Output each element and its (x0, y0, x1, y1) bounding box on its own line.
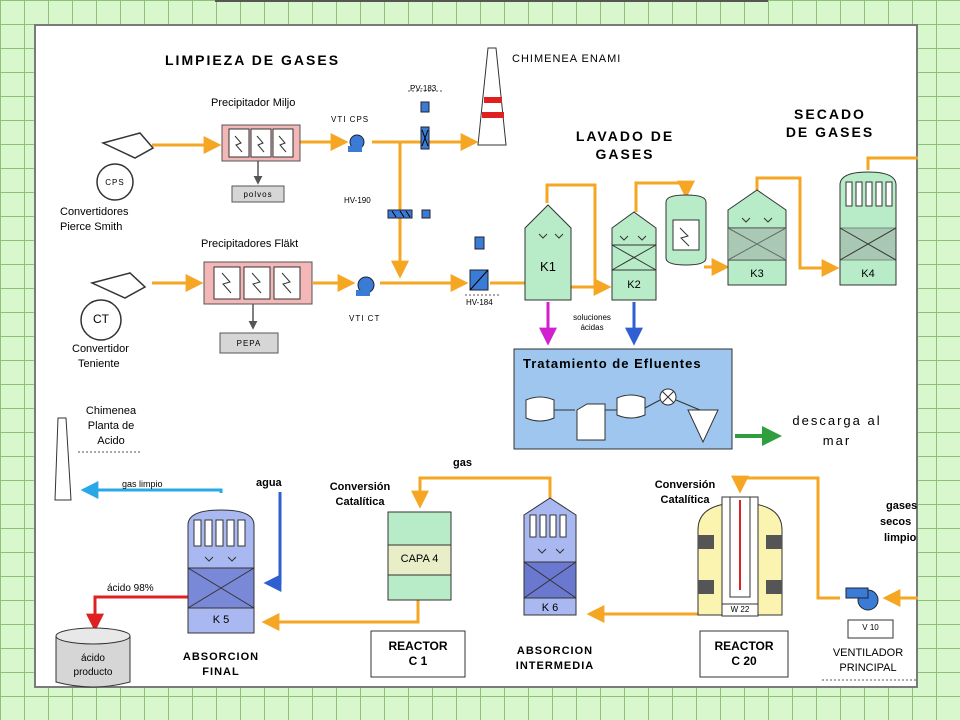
clean-gas-line (80, 481, 223, 499)
precipitator-miljo (221, 124, 301, 162)
chim-planta-label-3: Acido (97, 435, 125, 447)
precip-flakt-label: Precipitadores Fläkt (201, 238, 299, 250)
abs-int-label-2: INTERMEDIA (515, 660, 595, 672)
reactor-c1-label-2: C 1 (408, 654, 428, 668)
title-underline (215, 0, 768, 2)
ventilador-label-2: PRINCIPAL (839, 662, 897, 674)
ct-converter-icon (80, 272, 147, 341)
abs-final-label-1: ABSORCION (182, 651, 260, 663)
k4-tower (839, 171, 897, 286)
pv183-valve-icon (420, 101, 430, 150)
conv-ps-label-2: Pierce Smith (60, 221, 123, 233)
acido98-label: ácido 98% (107, 583, 154, 594)
descarga-label-1: descarga al (792, 413, 882, 428)
k5-label: K 5 (212, 614, 230, 626)
conv-cat2-label-1: Conversión (654, 479, 716, 491)
gas-limpio-label: gas limpio (122, 479, 163, 489)
acido-producto-label-1: ácido (81, 653, 105, 664)
chim-planta-label-2: Planta de (87, 420, 135, 432)
hv184-valve-icon (469, 236, 489, 291)
pepa-label: PEPA (236, 339, 262, 348)
soluciones-label-2: ácidas (580, 323, 604, 332)
conv-cat-label-2: Catalítica (335, 496, 385, 508)
agua-label: agua (256, 477, 282, 489)
secado-title-2: DE GASES (785, 124, 875, 140)
abs-int-label-1: ABSORCION (516, 645, 594, 657)
v10-label-box (847, 619, 894, 639)
acido-producto-label-2: producto (73, 667, 113, 678)
conv-t-label-1: Convertidor (72, 343, 129, 355)
water-line (263, 492, 282, 592)
v10-label: V 10 (862, 623, 879, 632)
chimenea-enami-icon (477, 47, 507, 146)
limpieza-title: LIMPIEZA DE GASES (165, 52, 341, 68)
gases-secos-label-3: limpio (884, 532, 917, 544)
conv-cat2-label-2: Catalítica (660, 494, 710, 506)
k3-tower (727, 189, 787, 286)
treatment-box (513, 348, 733, 450)
ventilador-label-1: VENTILADOR (832, 647, 904, 659)
soluciones-label-1: soluciones (573, 313, 611, 322)
conv-ps-label-1: Convertidores (60, 206, 129, 218)
w22-label: W 22 (730, 605, 750, 614)
conv-t-label-2: Teniente (78, 358, 120, 370)
k6-label: K 6 (541, 602, 559, 614)
cps-converter-icon (96, 132, 155, 201)
precip-miljo-label: Precipitador Miljo (211, 97, 296, 109)
hv184-label: HV-184 (466, 298, 493, 307)
descarga-label-2: mar (822, 433, 852, 448)
lavado-title-2: GASES (595, 146, 655, 162)
hv190-label: HV-190 (344, 196, 371, 205)
k1-tower (524, 204, 572, 301)
polvos-label: polvos (243, 190, 273, 199)
gas-lines (152, 133, 918, 631)
ventilador-principal-icon (845, 587, 879, 611)
gas-label: gas (453, 457, 472, 469)
k2-tower (611, 211, 657, 301)
k1-label: K1 (540, 259, 556, 274)
vti-cps-fan-icon (348, 134, 365, 152)
reactor-c1-label-box (370, 630, 466, 678)
k5-absorber (187, 509, 255, 634)
gases-secos-label-2: secos (880, 516, 912, 528)
polvos-box (231, 185, 285, 203)
conv-cat-label-1: Conversión (329, 481, 391, 493)
gases-secos-label-1: gases (886, 500, 918, 512)
chim-planta-label-1: Chimenea (85, 405, 137, 417)
chimenea-enami-label: CHIMENEA ENAMI (512, 53, 622, 65)
lavado-title-1: LAVADO DE (575, 128, 675, 144)
secado-title-1: SECADO (794, 106, 866, 122)
k3-label: K3 (750, 268, 764, 280)
cooler-tower (665, 194, 707, 266)
reactor-c1-label-1: REACTOR (388, 639, 448, 653)
cps-label: CPS (105, 178, 125, 187)
capa4-label: CAPA 4 (400, 553, 439, 565)
acido-producto-tank (55, 627, 131, 688)
ct-label: CT (93, 312, 109, 326)
chimenea-planta-icon (54, 417, 72, 501)
reactor-c1 (387, 511, 452, 601)
tratamiento-title: Tratamiento de Efluentes (523, 356, 702, 371)
pepa-box (219, 332, 279, 354)
reactor-c20-label-1: REACTOR (714, 639, 774, 653)
pv183-label: PV-183 (410, 84, 437, 93)
reactor-c20-label-box (699, 630, 789, 678)
vti-ct-label: VTI CT (349, 314, 381, 323)
vti-cps-label: VTI CPS (331, 115, 370, 124)
reactor-c20-label-2: C 20 (731, 654, 757, 668)
k4-label: K4 (861, 268, 875, 280)
vti-ct-fan-icon (356, 276, 375, 296)
hv190-valve-icon (387, 209, 431, 219)
k6-absorber (523, 497, 577, 616)
acid-line (86, 595, 188, 632)
precipitator-flakt (203, 261, 313, 305)
abs-final-label-2: FINAL (202, 666, 240, 678)
k2-label: K2 (627, 279, 641, 291)
reactor-c20 (697, 496, 783, 617)
